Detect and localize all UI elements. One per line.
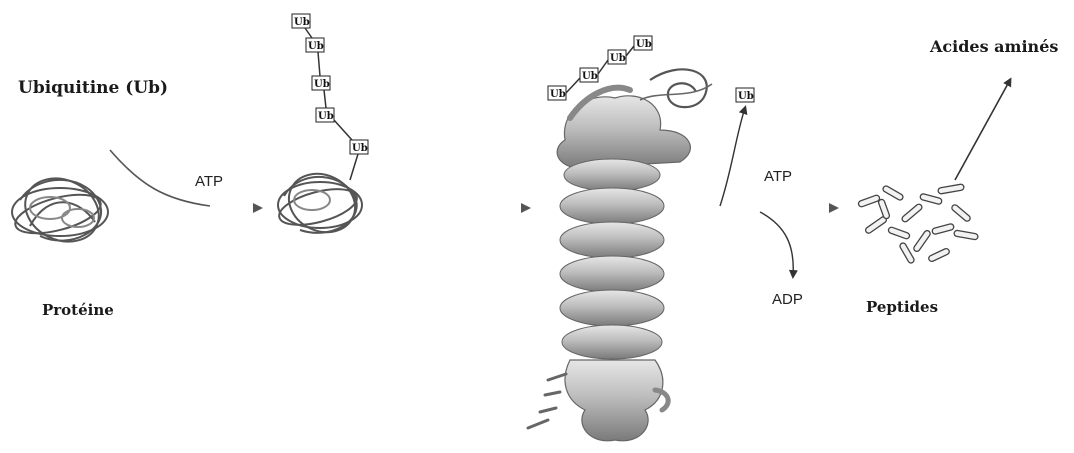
- arrow-ub-released: [720, 108, 745, 206]
- ub-tag: Ub: [312, 76, 330, 90]
- amino-acids-label: Acides aminés: [929, 37, 1058, 56]
- ubiquitin-label: Ubiquitine (Ub): [18, 78, 168, 98]
- ub-tag: Ub: [292, 14, 310, 28]
- svg-text:Ub: Ub: [294, 17, 310, 28]
- arrow-adp: [760, 212, 793, 276]
- ub-tag: Ub: [608, 50, 626, 64]
- ub-tag: Ub: [316, 108, 334, 122]
- atp-label-2: ATP: [764, 168, 792, 185]
- ubiquitin-chain-proteasome: Ub Ub Ub Ub Ub: [548, 36, 754, 102]
- svg-text:Ub: Ub: [738, 91, 754, 102]
- ub-tag: Ub: [306, 38, 324, 52]
- arrow-to-amino-acids: [955, 80, 1010, 180]
- ub-tag: Ub: [350, 140, 368, 154]
- svg-text:Ub: Ub: [550, 89, 566, 100]
- atp-label-1: ATP: [195, 173, 223, 190]
- svg-text:Ub: Ub: [582, 71, 598, 82]
- peptides-label: Peptides: [866, 298, 938, 316]
- svg-text:Ub: Ub: [318, 111, 334, 122]
- peptides-illustration: [858, 184, 979, 264]
- ub-tag: Ub: [634, 36, 652, 50]
- protein-label: Protéine: [42, 301, 114, 319]
- svg-text:Ub: Ub: [308, 41, 324, 52]
- ub-tag: Ub: [548, 86, 566, 100]
- protein-coil-illustration: [11, 167, 109, 253]
- svg-text:Ub: Ub: [352, 143, 368, 154]
- svg-text:Ub: Ub: [314, 79, 330, 90]
- svg-text:Ub: Ub: [610, 53, 626, 64]
- proteasome-illustration: [528, 69, 712, 440]
- ubiquitin-chain: Ub Ub Ub Ub Ub: [292, 14, 368, 180]
- ub-tag: Ub: [580, 68, 598, 82]
- ub-tag: Ub: [736, 88, 754, 102]
- svg-text:Ub: Ub: [636, 39, 652, 50]
- adp-label: ADP: [772, 291, 803, 308]
